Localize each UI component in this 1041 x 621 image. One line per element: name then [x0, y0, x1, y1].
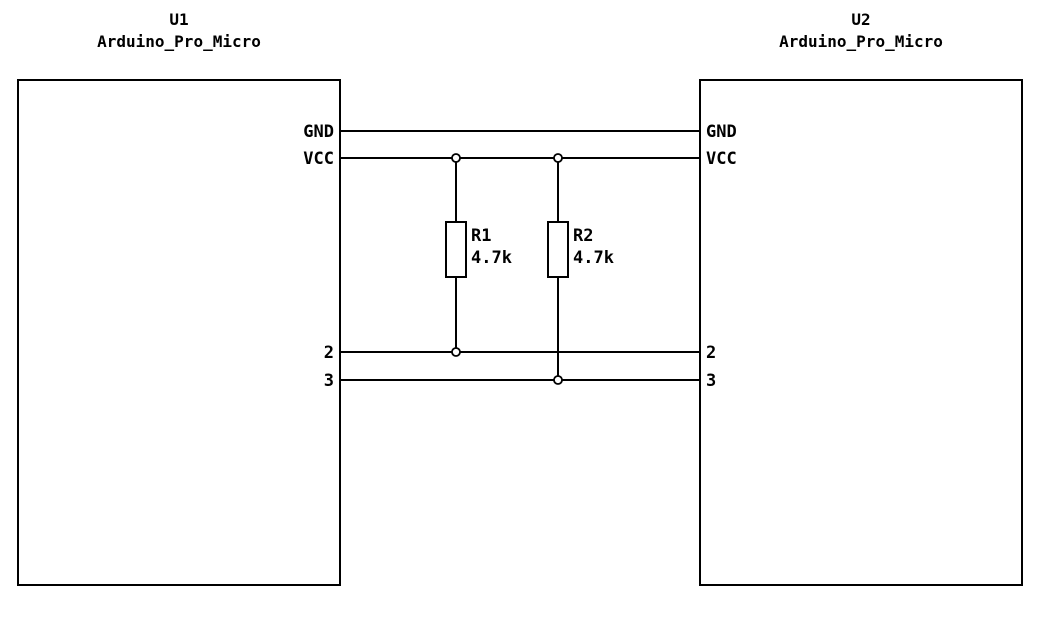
junction-dot: [553, 375, 563, 385]
component-u2: U2 Arduino_Pro_Micro GND VCC 2 3: [699, 10, 1023, 586]
u2-pin-2-label: 2: [706, 343, 716, 363]
component-u1: U1 Arduino_Pro_Micro GND VCC 2 3: [17, 10, 341, 586]
u2-symbol-body: [699, 79, 1023, 586]
u2-value-label: Arduino_Pro_Micro: [779, 32, 943, 51]
u1-pin-gnd-label: GND: [303, 122, 334, 142]
u2-pin-gnd-label: GND: [706, 122, 737, 142]
u1-reference-label: U1: [169, 10, 188, 29]
r1-value-label: 4.7k: [471, 248, 512, 268]
u1-pin-vcc-label: VCC: [303, 149, 334, 169]
u2-pin-3-label: 3: [706, 371, 716, 391]
u1-symbol-body: [17, 79, 341, 586]
u2-reference-label: U2: [851, 10, 870, 29]
r1-reference-label: R1: [471, 226, 491, 246]
u2-pin-vcc-label: VCC: [706, 149, 737, 169]
r2-body: [547, 221, 569, 278]
junction-dot: [451, 153, 461, 163]
resistor-r2: R2 4.7k: [547, 153, 614, 385]
junction-dot: [553, 153, 563, 163]
resistor-r1: R1 4.7k: [445, 153, 512, 357]
u1-pin-3-label: 3: [324, 371, 334, 391]
u1-value-label: Arduino_Pro_Micro: [97, 32, 261, 51]
u1-pin-2-label: 2: [324, 343, 334, 363]
wires: [340, 130, 700, 381]
r2-reference-label: R2: [573, 226, 593, 246]
r1-body: [445, 221, 467, 278]
r2-value-label: 4.7k: [573, 248, 614, 268]
junction-dot: [451, 347, 461, 357]
